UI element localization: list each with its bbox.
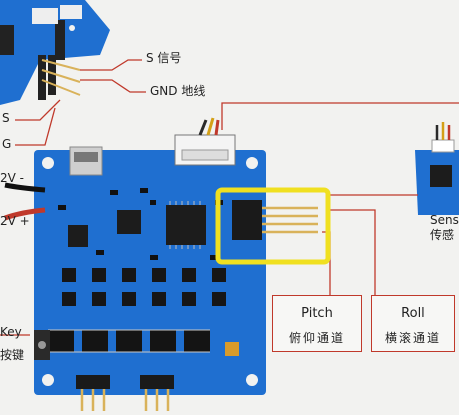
label-sensor-cn: 传感 [430, 228, 455, 242]
highlight-box-pitch-roll-header [215, 187, 331, 265]
secondary-board-top-left [0, 0, 110, 105]
label-g-left: G [2, 137, 12, 151]
label-s-left: S [2, 111, 10, 125]
label-key-cn: 按键 [0, 348, 25, 362]
pitch-subtitle: 俯仰通道 [288, 331, 345, 345]
label-voltage-minus: 2V - [0, 171, 24, 185]
label-sensor: Sens [430, 213, 459, 227]
label-key: Key [0, 325, 22, 339]
roll-title: Roll [401, 306, 425, 321]
label-s-signal: S 信号 [146, 51, 182, 65]
roll-subtitle: 横滚通道 [384, 331, 441, 345]
roll-channel-box: Roll 横滚通道 [371, 295, 455, 352]
leader-lines [0, 59, 459, 336]
label-voltage-plus: 2V + [0, 214, 30, 228]
sensor-board-partial [415, 122, 459, 215]
label-gnd-ground: GND 地线 [150, 84, 206, 98]
pitch-title: Pitch [301, 306, 333, 321]
main-controller-board [4, 117, 318, 411]
pitch-channel-box: Pitch 俯仰通道 [272, 295, 362, 352]
